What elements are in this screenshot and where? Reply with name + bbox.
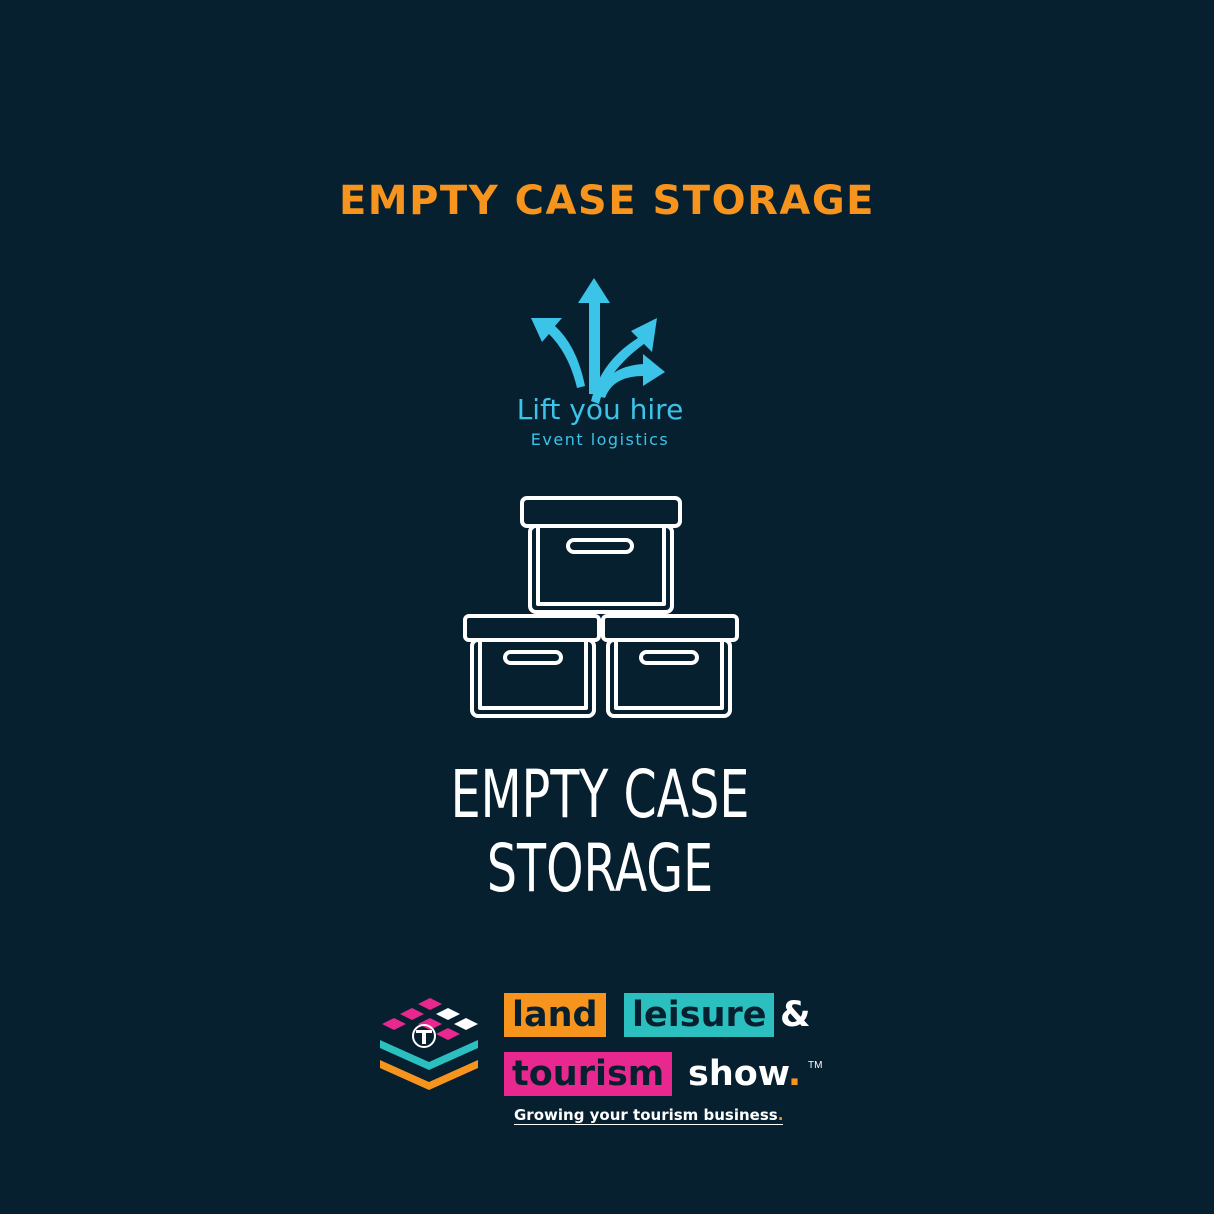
tagline-dot: . bbox=[777, 1106, 784, 1124]
sponsor-subtitle: Event logistics bbox=[530, 430, 670, 449]
main-title-line1: EMPTY CASE bbox=[450, 756, 750, 833]
tagline: Growing your tourism business. bbox=[514, 1106, 784, 1125]
sponsor-name: Lift you hire bbox=[516, 393, 684, 426]
layered-map-icon bbox=[380, 998, 478, 1090]
show-dot: . bbox=[787, 1054, 802, 1094]
branching-arrows-icon bbox=[531, 278, 665, 404]
main-title-line2: STORAGE bbox=[486, 830, 714, 907]
logo-word-show: show. bbox=[680, 1052, 801, 1096]
stacked-boxes-icon bbox=[463, 496, 739, 718]
page-title: EMPTY CASE STORAGE bbox=[338, 178, 875, 224]
logo-word-leisure: leisure bbox=[624, 993, 775, 1037]
tagline-text: Growing your tourism business bbox=[514, 1106, 778, 1124]
logo-ampersand: & bbox=[780, 995, 811, 1035]
trademark: TM bbox=[808, 1060, 823, 1071]
logo-word-tourism: tourism bbox=[504, 1052, 673, 1096]
main-title: EMPTY CASE STORAGE bbox=[168, 758, 1032, 906]
show-text: show bbox=[688, 1054, 788, 1094]
logo-word-land: land bbox=[504, 993, 606, 1037]
